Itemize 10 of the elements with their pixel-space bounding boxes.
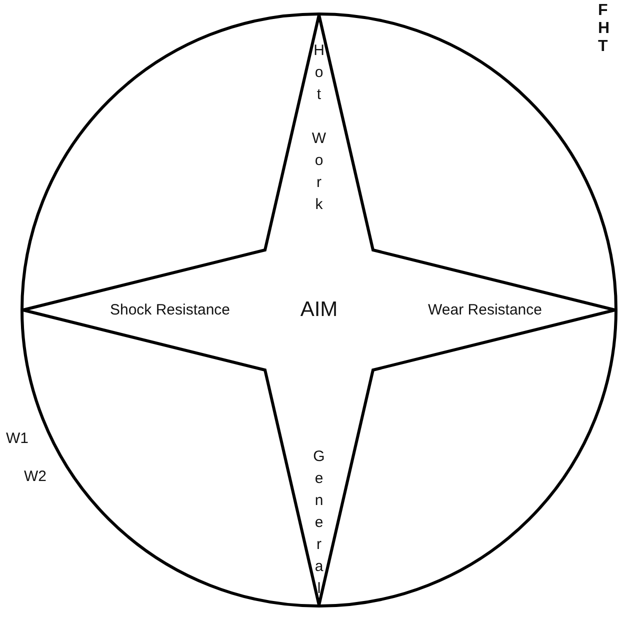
heading-letter: F <box>598 2 608 20</box>
marker-label: W2 <box>24 468 46 485</box>
heading-letter: H <box>598 20 610 38</box>
heading-letter: T <box>598 38 608 56</box>
arm-label: Wear Resistance <box>428 302 542 318</box>
marker-label: W1 <box>6 430 28 447</box>
centre-label: AIM <box>300 298 338 322</box>
arm-label: Shock Resistance <box>110 302 230 318</box>
arm-label: General <box>312 448 326 602</box>
arm-label: Hot Work <box>312 42 326 218</box>
